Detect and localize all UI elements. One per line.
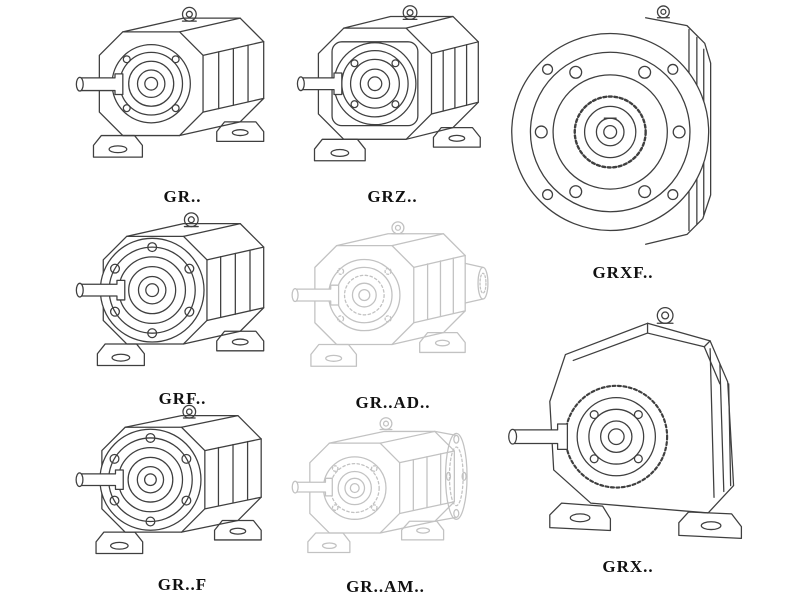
grz-input-shaft (296, 72, 343, 96)
gearbox-figure-grxf: GRXF.. (498, 2, 748, 283)
grf-mounting-feet (96, 330, 265, 367)
grxf-output-hub (573, 95, 647, 169)
gr-f-mounting-feet (95, 519, 262, 555)
gr-f-eyebolt (182, 404, 197, 419)
grf-input-shaft (75, 279, 126, 301)
gearbox-label-grf: GRF.. (158, 389, 207, 408)
gearbox-figure-gr-am: GR..AM.. (288, 408, 483, 597)
gr-housing (98, 17, 265, 137)
grf-eyebolt (183, 212, 199, 228)
gr-f-input-shaft (75, 469, 124, 491)
gr-f-flange (99, 428, 202, 531)
gr-input-shaft (75, 73, 124, 96)
gr-am-housing (309, 430, 455, 534)
grx-input-shaft (508, 423, 569, 451)
gearbox-figure-gr-f: GR..F (70, 402, 295, 595)
gearbox-figure-gr-ad: GR..AD.. (288, 212, 498, 413)
gr-ad-eyebolt (391, 221, 405, 235)
gr-am-eyebolt (379, 417, 393, 431)
gr-mounting-feet (92, 121, 265, 158)
gr-gearbox-drawing (75, 6, 265, 158)
gearbox-label-grxf: GRXF.. (592, 263, 654, 282)
gr-f-housing (101, 414, 262, 533)
gearbox-label-gr-f: GR..F (157, 575, 208, 594)
gr-am-output-flange (434, 430, 468, 522)
grxf-eyebolt (656, 5, 670, 19)
gr-ad-input-shaft (291, 284, 340, 306)
gr-eyebolt (181, 6, 197, 22)
gearbox-figure-grf: GRF.. (70, 208, 295, 409)
grx-housing (549, 322, 735, 514)
gearbox-label-grz: GRZ.. (367, 187, 418, 206)
grz-housing (317, 15, 479, 140)
grx-bearing-housing (564, 384, 669, 489)
grx-gearbox-drawing (508, 307, 743, 539)
gr-am-input-shaft (291, 477, 333, 497)
gearbox-figure-grx: GRX.. (498, 292, 758, 577)
gr-ad-mounting-feet (310, 332, 466, 367)
gr-ad-housing (314, 233, 466, 346)
gearbox-figure-grz: GRZ.. (295, 2, 490, 207)
gr-bearing-housing (111, 43, 191, 124)
gearbox-figure-gr: GR.. (70, 2, 295, 207)
gr-ad-gearbox-drawing (291, 221, 489, 367)
gearbox-label-gr: GR.. (163, 187, 202, 206)
grf-gearbox-drawing (75, 212, 265, 367)
gr-f-gearbox-drawing (75, 404, 262, 555)
gr-am-gearbox-drawing (291, 417, 468, 554)
gr-ad-bearing-housing (328, 258, 401, 332)
gearbox-label-gr-ad: GR..AD.. (355, 393, 431, 412)
grx-eyebolt (656, 307, 674, 324)
grx-mounting-feet (549, 502, 743, 539)
grxf-flange (511, 32, 710, 232)
grxf-gearbox-drawing (511, 5, 712, 245)
gr-am-mounting-feet (307, 520, 445, 554)
grz-gearbox-drawing (296, 5, 481, 162)
grz-eyebolt (402, 5, 418, 21)
gearbox-label-grx: GRX.. (602, 557, 654, 576)
grz-bearing-housing (333, 42, 417, 126)
grf-flange (99, 237, 205, 343)
grz-mounting-feet (313, 126, 481, 162)
gr-ad-motor-adapter (464, 262, 489, 304)
gearbox-label-gr-am: GR..AM.. (346, 577, 425, 596)
